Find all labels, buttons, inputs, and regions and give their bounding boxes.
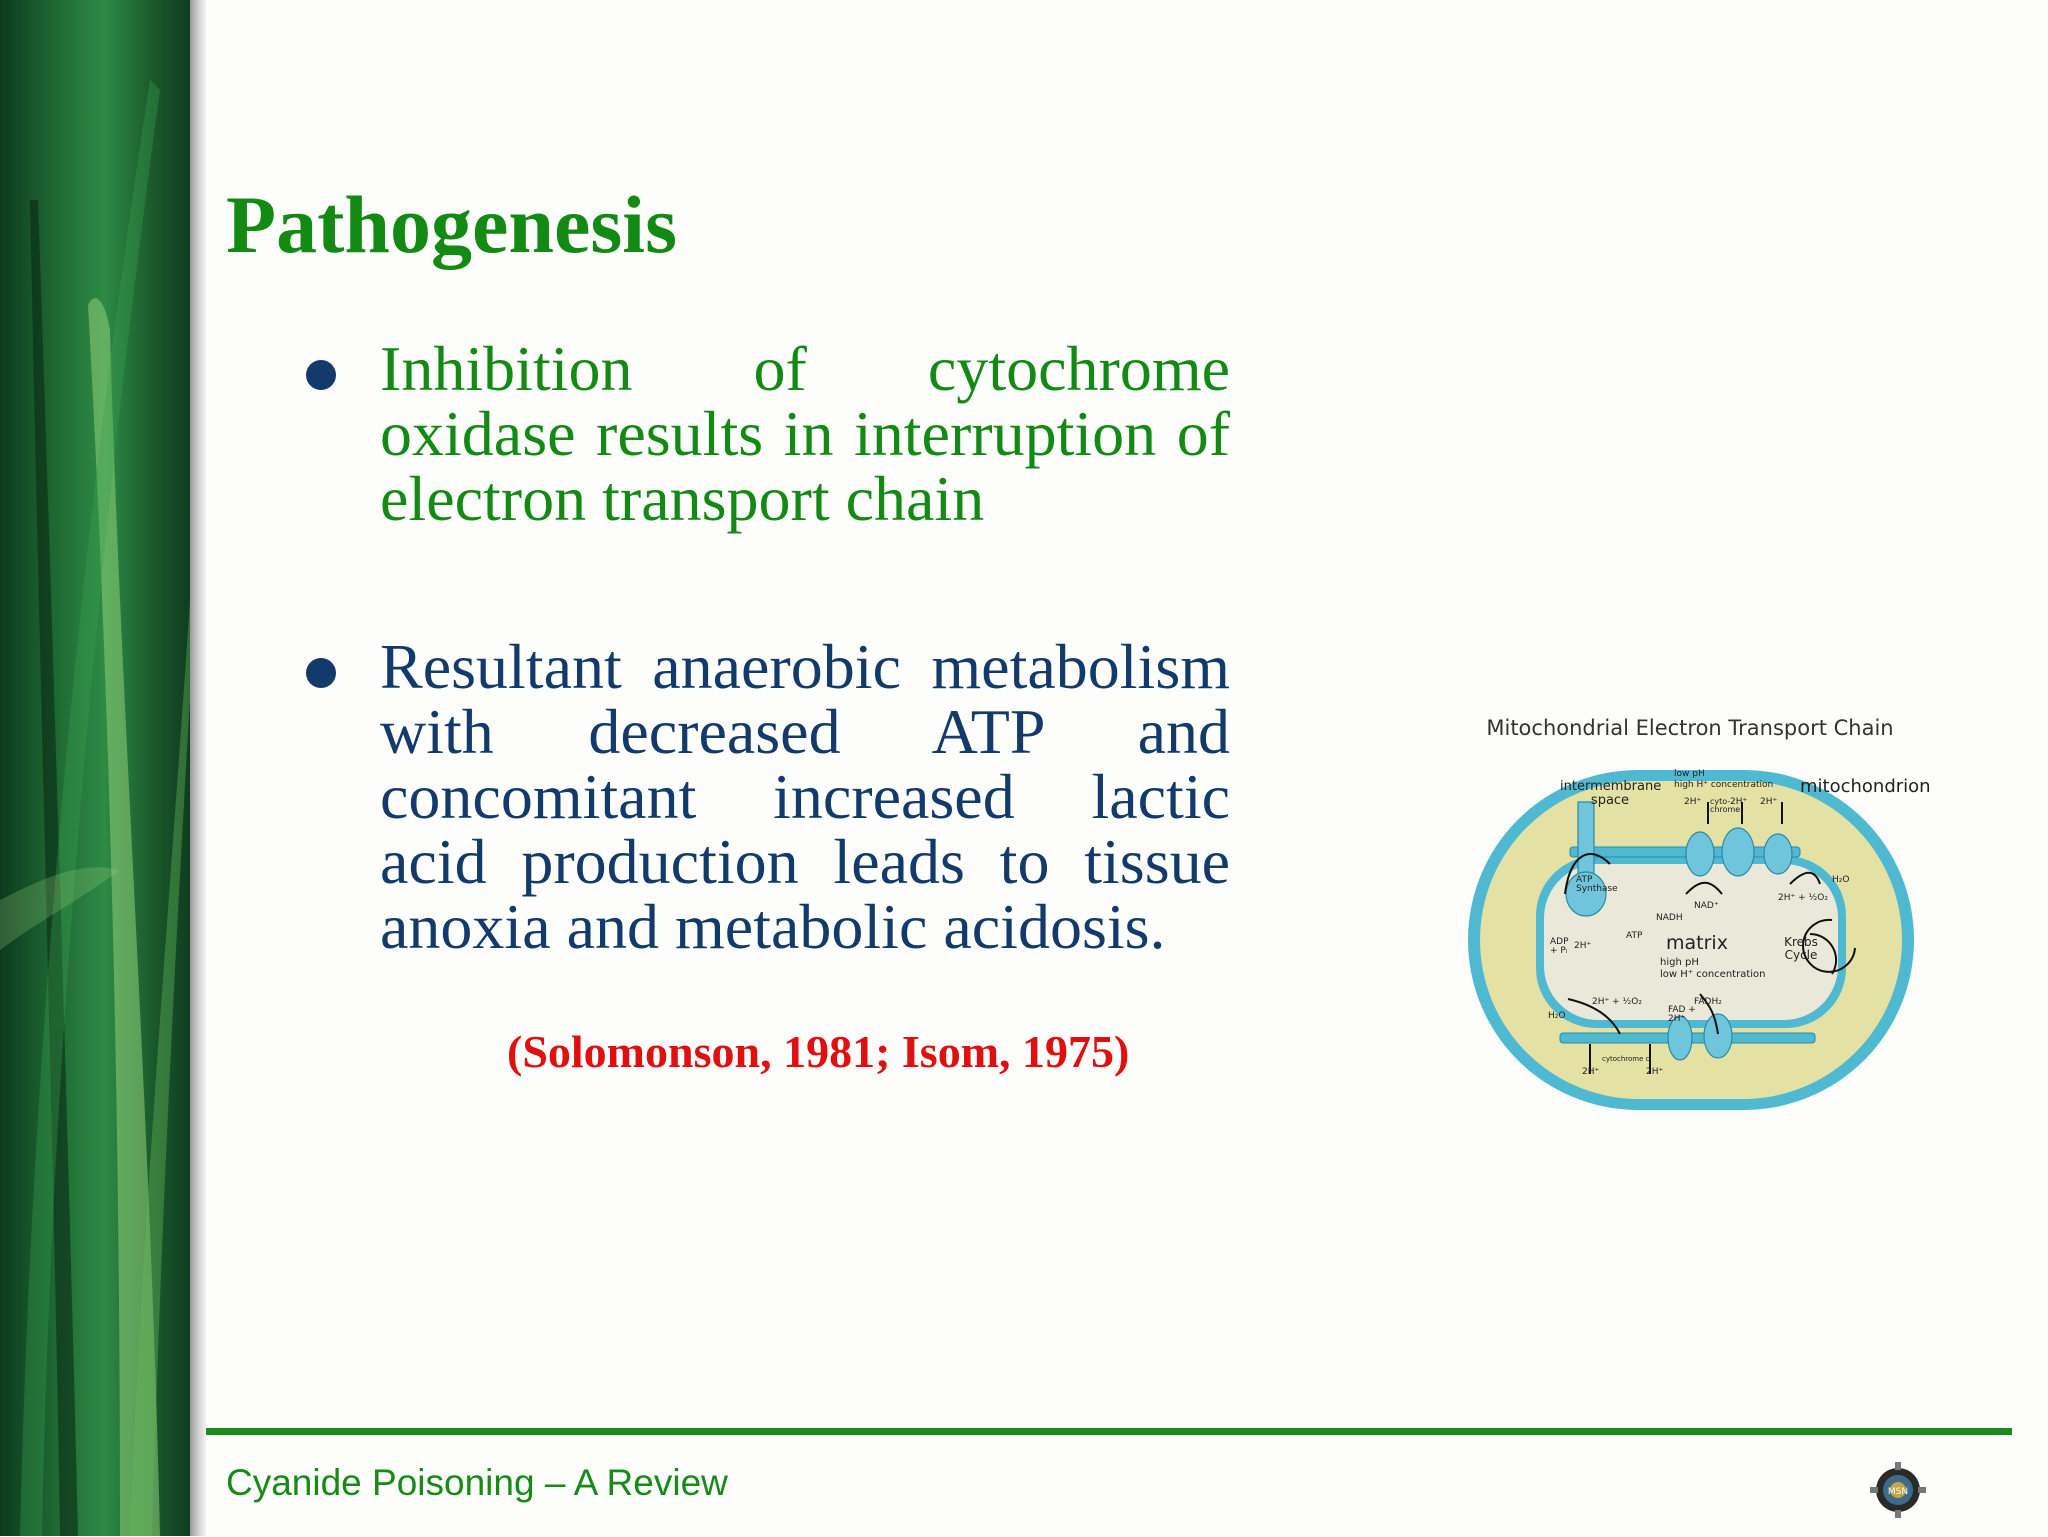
logo-text: MSN (1888, 1487, 1908, 1497)
bullet-text: Inhibition of cytochrome oxidase results… (380, 333, 1230, 534)
label-fadh2: FADH₂ (1694, 997, 1722, 1007)
label-h2o: H₂O (1832, 875, 1850, 885)
label-cytochrome-c: cytochrome c (1602, 1055, 1650, 1063)
label-adp: ADP + Pᵢ (1550, 937, 1569, 957)
bullet-dot-icon (306, 658, 336, 688)
label-nadh: NADH (1656, 913, 1683, 923)
slide-title: Pathogenesis (226, 179, 677, 270)
label-2h: 2H⁺ (1582, 1067, 1600, 1077)
msn-logo: MSN (1838, 1448, 1958, 1532)
bullet-list: Inhibition of cytochrome oxidase results… (300, 336, 1230, 959)
label-2h: 2H⁺ (1760, 797, 1778, 807)
label-2h: 2H⁺ (1646, 1067, 1664, 1077)
label-2h: 2H⁺ (1730, 797, 1748, 807)
label-matrix: matrix (1666, 932, 1728, 954)
label-h2o: H₂O (1548, 1011, 1566, 1021)
logo-gear-icon: MSN (1870, 1462, 1926, 1518)
label-fad: FAD + 2H⁺ (1668, 1005, 1696, 1025)
label-high-h: high H⁺ concentration (1674, 780, 1774, 790)
label-intermembrane-space: intermembrane space (1560, 779, 1662, 808)
label-krebs-cycle: Krebs Cycle (1784, 935, 1818, 962)
label-high-ph: high pH (1660, 957, 1699, 968)
sidebar-shadow (190, 0, 206, 1536)
footer-divider (206, 1428, 2012, 1435)
etc-diagram: Mitochondrial Electron Transport Chain (1460, 716, 1940, 1136)
grass-blades (0, 80, 190, 1536)
label-2h: 2H⁺ (1574, 941, 1592, 951)
bullet-item: Inhibition of cytochrome oxidase results… (300, 336, 1230, 531)
label-cytochrome: cyto-chrome (1710, 797, 1741, 815)
footer-title: Cyanide Poisoning – A Review (226, 1462, 728, 1503)
label-atp: ATP (1626, 931, 1643, 941)
label-nad: NAD⁺ (1694, 901, 1719, 911)
label-2h-o2: 2H⁺ + ½O₂ (1592, 997, 1642, 1007)
bullet-item: Resultant anaerobic metabolism with decr… (300, 634, 1230, 959)
mitochondrion-drawing (1468, 770, 1914, 1110)
label-2h: 2H⁺ (1684, 797, 1702, 807)
label-2h-o2: 2H⁺ + ½O₂ (1778, 893, 1828, 903)
bullet-dot-icon (306, 360, 336, 390)
label-low-ph: low pH (1674, 769, 1705, 779)
label-atp-synthase: ATP Synthase (1576, 875, 1618, 895)
citation: (Solomonson, 1981; Isom, 1975) (507, 1026, 1130, 1077)
diagram-title: Mitochondrial Electron Transport Chain (1486, 716, 1894, 740)
decorative-grass-sidebar (0, 0, 190, 1536)
bullet-text: Resultant anaerobic metabolism with decr… (380, 631, 1230, 962)
label-mitochondrion: mitochondrion (1800, 776, 1931, 797)
label-low-h: low H⁺ concentration (1660, 969, 1766, 980)
